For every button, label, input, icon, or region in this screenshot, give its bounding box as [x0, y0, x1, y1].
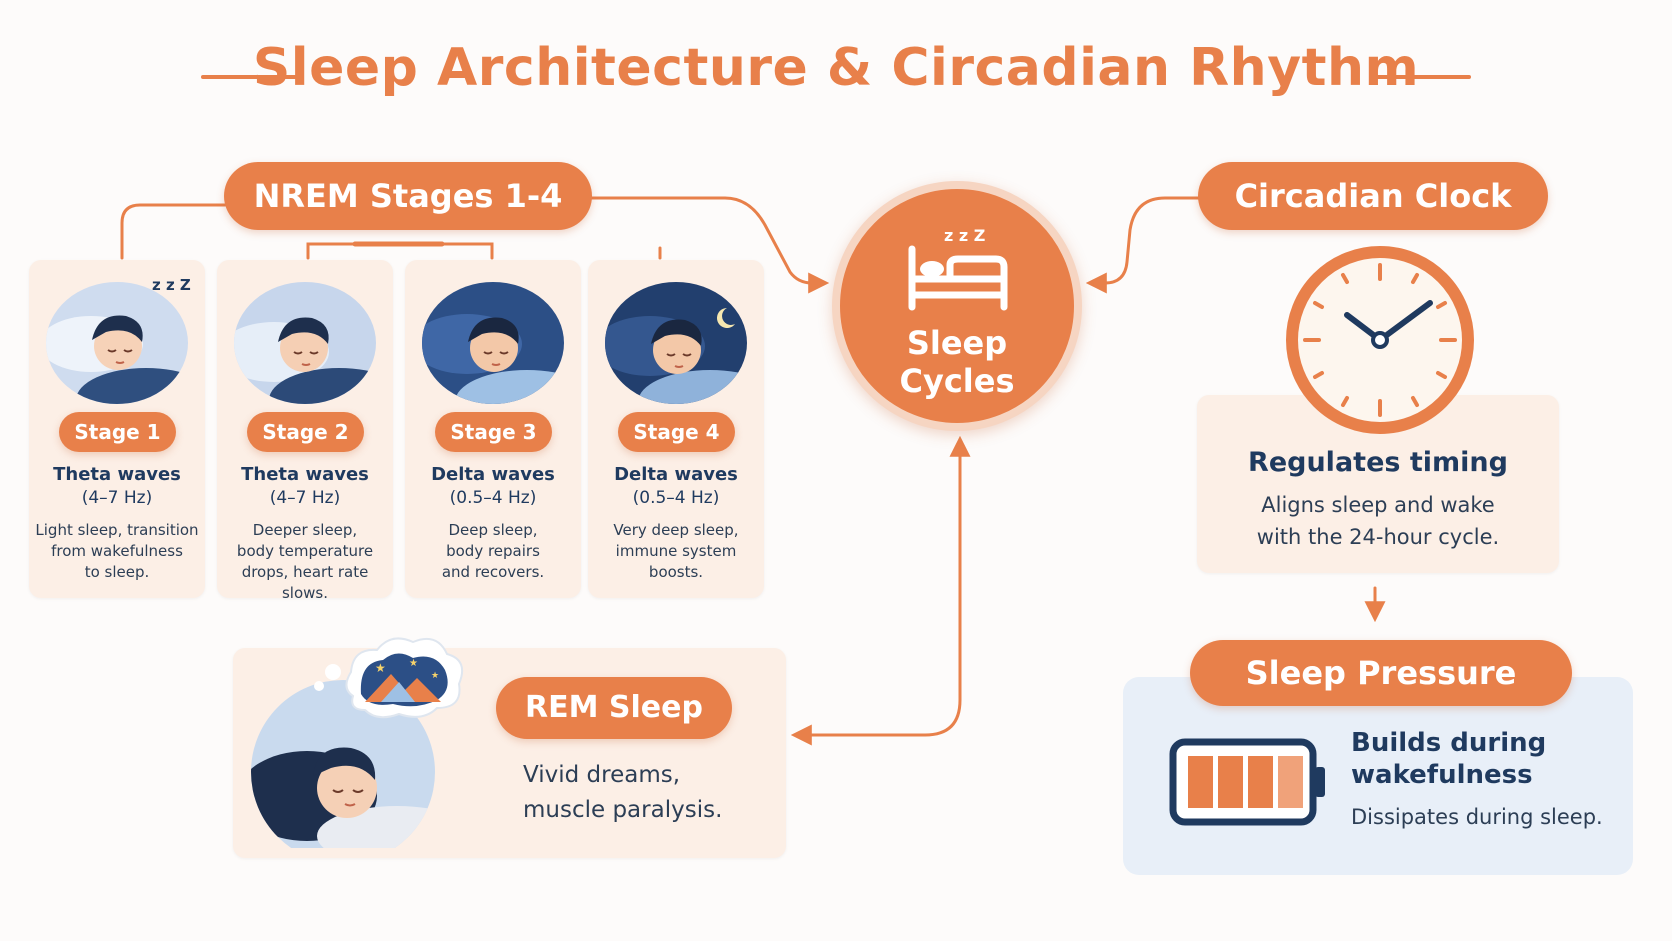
circadian-heading: Regulates timing: [1248, 447, 1508, 478]
stage-card-1: z z Z Stage 1 Theta waves (4–7 Hz) Light…: [29, 260, 205, 598]
sleeping-person-icon: [234, 282, 376, 404]
pressure-heading: Builds during wakefulness: [1351, 728, 1547, 790]
sleep-pressure-card: Builds during wakefulness Dissipates dur…: [1123, 677, 1633, 875]
stage-1-frequency: (4–7 Hz): [81, 488, 153, 508]
dream-cloud-icon: ★ ★ ★: [314, 637, 463, 719]
stage-card-2: Stage 2 Theta waves (4–7 Hz) Deeper slee…: [217, 260, 393, 602]
rem-sleep-card: ★ ★ ★ REM Sleep Vivid dreams, muscle par…: [233, 637, 786, 864]
stage-3-wave: Delta waves: [431, 464, 555, 485]
circadian-card: Regulates timing Aligns sleep and wake w…: [1197, 395, 1559, 573]
stage-pill-2: Stage 2: [247, 412, 364, 452]
stage-2-frequency: (4–7 Hz): [269, 488, 341, 508]
circadian-clock-pill: Circadian Clock: [1198, 162, 1548, 230]
page-title: Sleep Architecture & Circadian Rhythm: [252, 38, 1420, 98]
bed-icon: z z Z: [908, 226, 1008, 311]
sleep-cycles-circle: z z Z Sleep Cycles: [832, 181, 1082, 431]
battery-icon: [1169, 738, 1325, 826]
stage-2-wave: Theta waves: [241, 464, 369, 485]
stage-card-4: Stage 4 Delta waves (0.5–4 Hz) Very deep…: [588, 260, 764, 598]
sleep-pressure-pill: Sleep Pressure: [1190, 640, 1572, 706]
star-icon: ★: [409, 658, 418, 669]
nrem-stages-pill: NREM Stages 1-4: [224, 162, 592, 230]
zzz-icon: z z Z: [152, 276, 191, 294]
sleeping-person-icon: [422, 282, 564, 404]
stage-4-wave: Delta waves: [614, 464, 738, 485]
stage-3-frequency: (0.5–4 Hz): [449, 488, 537, 508]
pressure-description: Dissipates during sleep.: [1351, 805, 1603, 829]
stage-pill-1: Stage 1: [59, 412, 176, 452]
sleeping-person-icon: [46, 282, 188, 404]
title-rule-right: [1375, 75, 1471, 79]
stage-card-3: Stage 3 Delta waves (0.5–4 Hz) Deep slee…: [405, 260, 581, 598]
zzz-icon: z z Z: [944, 226, 985, 245]
circadian-description: Aligns sleep and wake with the 24-hour c…: [1256, 493, 1500, 549]
sleeping-person-icon: [605, 282, 747, 404]
rem-sleep-pill: REM Sleep: [496, 677, 732, 739]
title-rule-left: [201, 75, 297, 79]
star-icon: ★: [431, 671, 439, 681]
sleep-cycles-label: Sleep Cycles: [899, 324, 1015, 400]
star-icon: ★: [375, 661, 386, 675]
stage-pill-4: Stage 4: [618, 412, 735, 452]
stage-pill-3: Stage 3: [435, 412, 552, 452]
stage-4-frequency: (0.5–4 Hz): [632, 488, 720, 508]
rem-description: Vivid dreams, muscle paralysis.: [523, 762, 723, 823]
clock-icon: [1286, 246, 1474, 434]
stage-1-wave: Theta waves: [53, 464, 181, 485]
